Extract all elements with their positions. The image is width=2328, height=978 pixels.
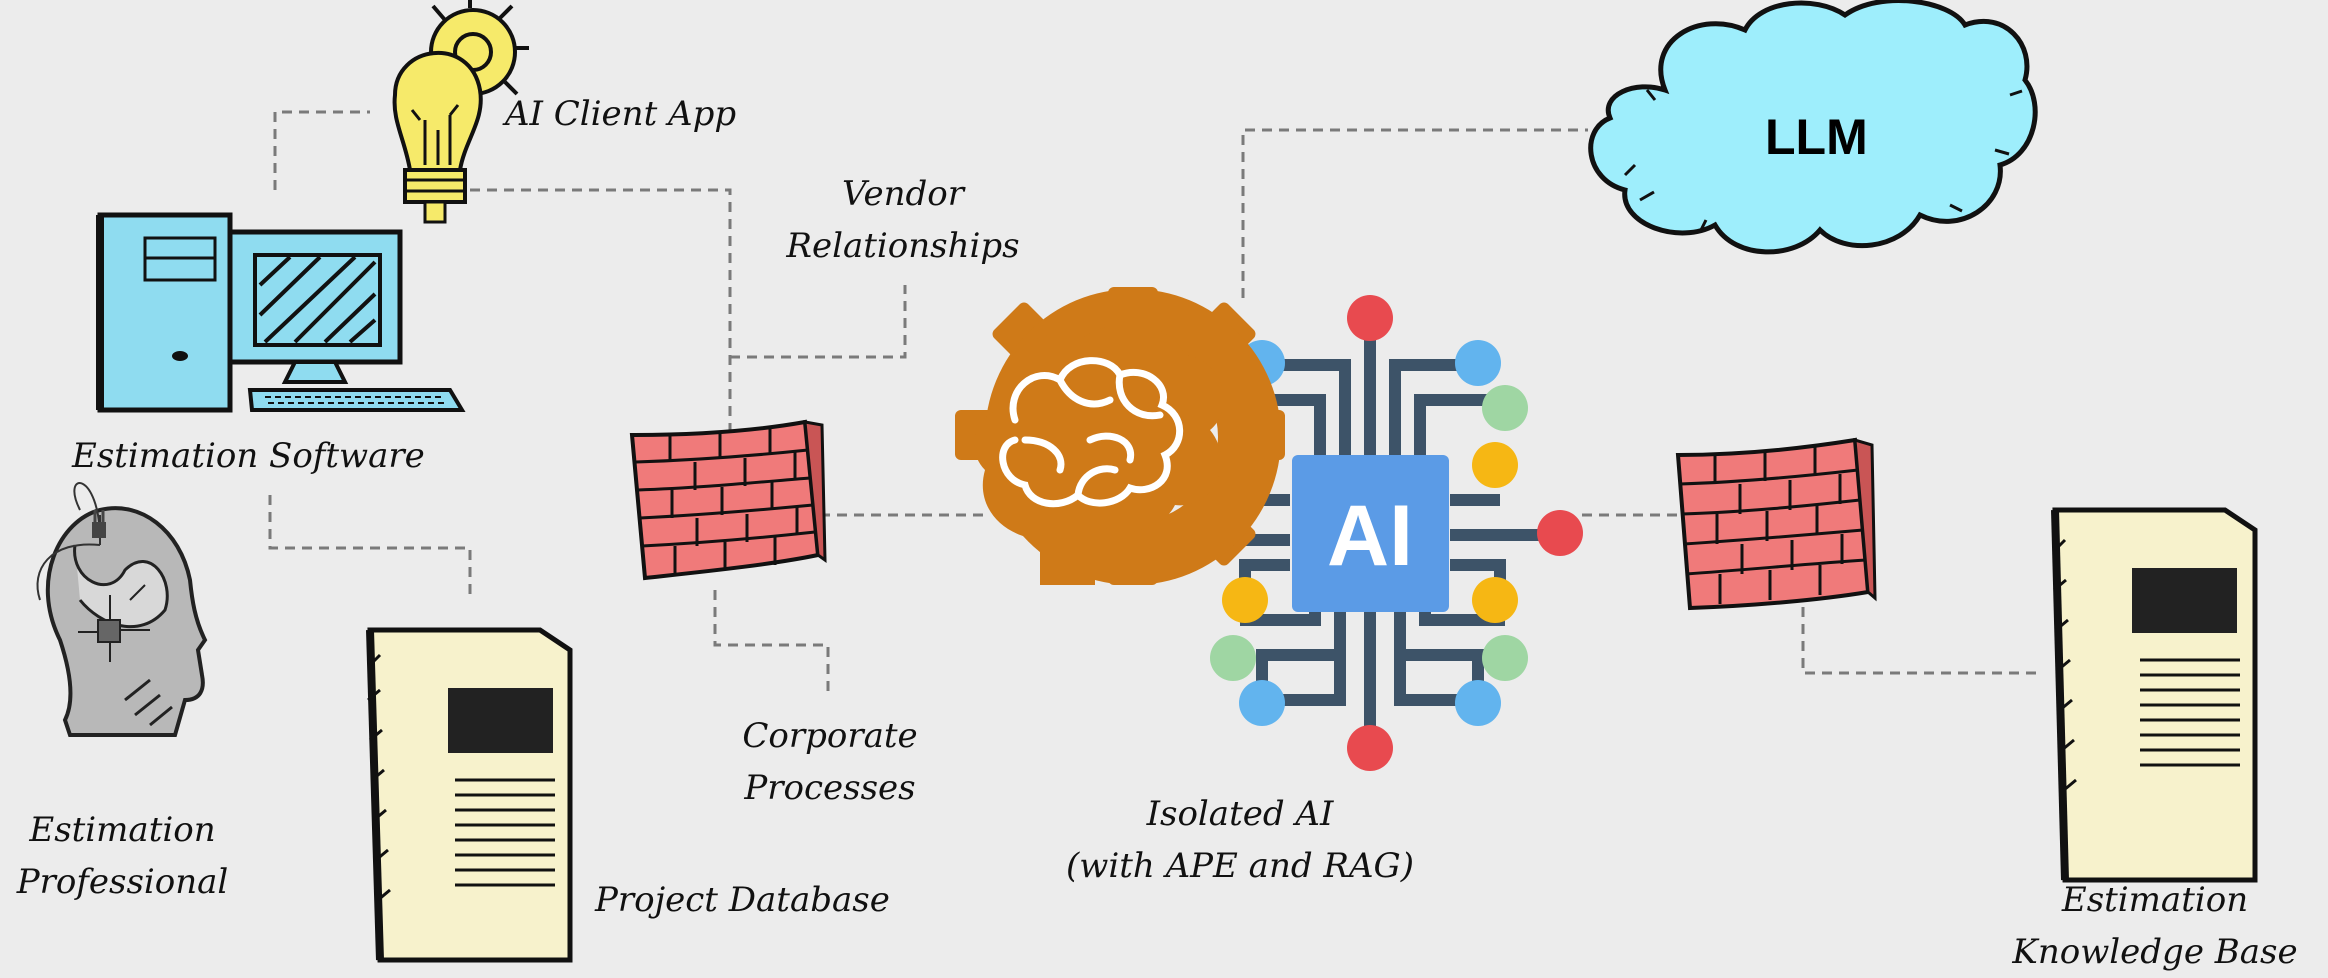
estimation-software-label: Estimation Software — [72, 430, 425, 482]
llm-label: LLM — [1765, 109, 1868, 165]
label-line: Project Database — [595, 880, 890, 920]
ai-chip-icon: AI — [1210, 295, 1583, 771]
connector-vendor — [730, 285, 907, 359]
server-icon — [366, 627, 573, 963]
label-line: Professional — [16, 862, 229, 902]
brain-gear-icon — [955, 287, 1285, 585]
ai-chip-text: AI — [1327, 488, 1413, 584]
dashed-connectors — [268, 110, 2040, 698]
label-line: Vendor — [842, 174, 964, 214]
isolated-ai-label: Isolated AI (with APE and RAG) — [1045, 788, 1435, 892]
label-line: AI Client App — [505, 94, 737, 134]
corporate-processes-label: Corporate Processes — [740, 710, 920, 814]
ai-client-app-label: AI Client App — [505, 88, 736, 140]
vendor-relationships-label: Vendor Relationships — [778, 168, 1028, 272]
connector-software-to-app — [273, 110, 370, 190]
project-database-label: Project Database — [595, 874, 890, 926]
connector-app-to-firewall — [470, 188, 732, 430]
label-line: Knowledge Base — [2012, 932, 2298, 972]
label-line: Estimation — [2061, 880, 2249, 920]
connector-software-to-database — [268, 495, 472, 598]
connector-corporate — [713, 590, 830, 698]
estimation-professional-label: Estimation Professional — [5, 804, 240, 908]
desktop-computer-icon — [96, 212, 466, 413]
lightbulb-gear-icon — [392, 0, 529, 224]
label-line: Processes — [744, 768, 916, 808]
label-line: Relationships — [786, 226, 1020, 266]
label-line: Estimation — [29, 810, 216, 850]
firewall-icon — [629, 419, 827, 581]
server-icon — [2051, 507, 2258, 883]
label-line: Isolated AI — [1146, 794, 1334, 834]
label-line: (with APE and RAG) — [1066, 846, 1414, 886]
label-line: Corporate — [742, 716, 918, 756]
connector-firewall-to-knowledge — [1801, 590, 2040, 675]
label-line: Estimation Software — [72, 436, 425, 476]
connector-ai-to-llm — [1241, 128, 1588, 298]
firewall-icon — [1675, 437, 1877, 611]
estimation-knowledge-base-label: Estimation Knowledge Base — [2000, 874, 2310, 978]
cloud-icon — [1588, 0, 2038, 255]
head-circuit-icon — [36, 482, 208, 737]
